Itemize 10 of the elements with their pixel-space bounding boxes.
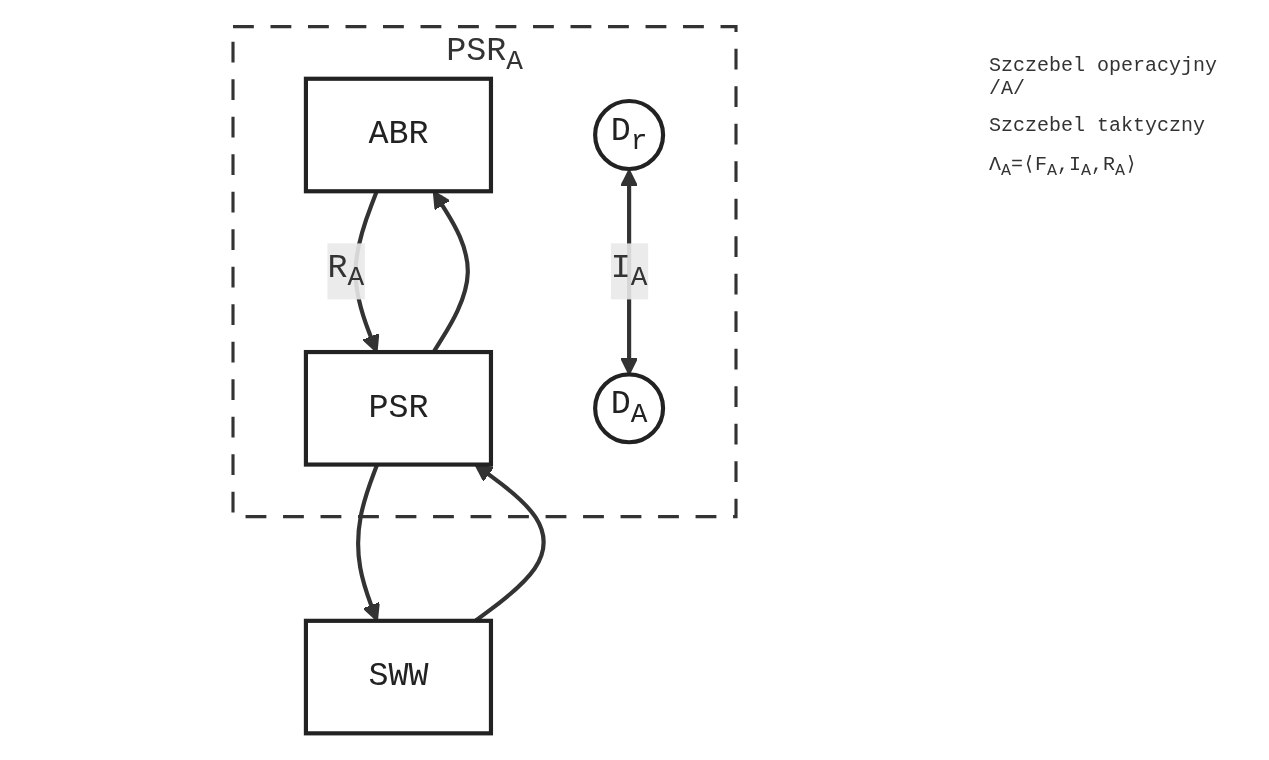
node-circle: D$_{A}$ (593, 372, 666, 445)
edge-label: I$_{A}$ (610, 249, 648, 294)
node-box: ABR (303, 76, 494, 194)
note-text: Szczebel operacyjny /A/ (989, 54, 1219, 100)
note-text: Szczebel taktyczny (989, 114, 1207, 137)
edge-label: R$_{A}$ (327, 249, 365, 294)
note-text: Λ$_{A}$=⟨F$_{A}$,I$_{A}$,R$_{A}$⟩ (989, 152, 1139, 180)
node-box: SWW (303, 618, 494, 736)
node-box: PSR (303, 349, 494, 467)
node-circle: D$_{r}$ (593, 98, 666, 172)
